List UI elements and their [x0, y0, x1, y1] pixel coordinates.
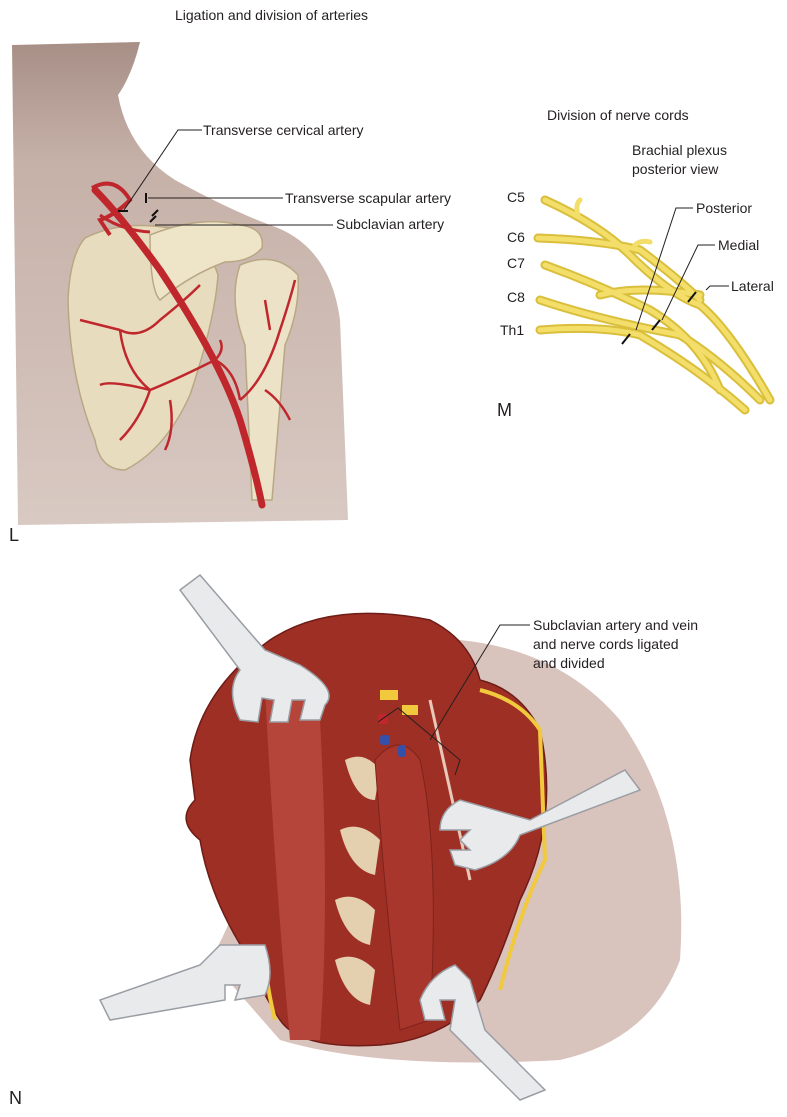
panel-letter-m: M [497, 400, 512, 420]
root-label-c7: C7 [507, 255, 525, 271]
cord-label-posterior: Posterior [696, 200, 753, 216]
root-label-c6: C6 [507, 229, 525, 245]
panel-m-title: Division of nerve cords [547, 107, 689, 123]
panel-m-subtitle-1: Brachial plexus [632, 142, 727, 158]
root-label-th1: Th1 [500, 322, 525, 338]
panel-n-label-1: Subclavian artery and vein [533, 617, 698, 633]
panel-letter-l: L [9, 525, 20, 545]
root-label-c8: C8 [507, 289, 525, 305]
label-transverse-cervical-artery: Transverse cervical artery [203, 122, 364, 138]
panel-n-label-2: and nerve cords ligated [533, 636, 679, 652]
panel-m-subtitle-2: posterior view [632, 161, 719, 177]
panel-letter-n: N [9, 1088, 22, 1108]
panel-n-label-3: and divided [533, 655, 605, 671]
cord-label-medial: Medial [718, 237, 760, 253]
panel-l-title: Ligation and division of arteries [175, 7, 369, 23]
cord-label-lateral: Lateral [731, 278, 774, 294]
root-label-c5: C5 [507, 189, 525, 205]
label-subclavian-artery: Subclavian artery [336, 216, 445, 232]
label-transverse-scapular-artery: Transverse scapular artery [285, 190, 451, 206]
